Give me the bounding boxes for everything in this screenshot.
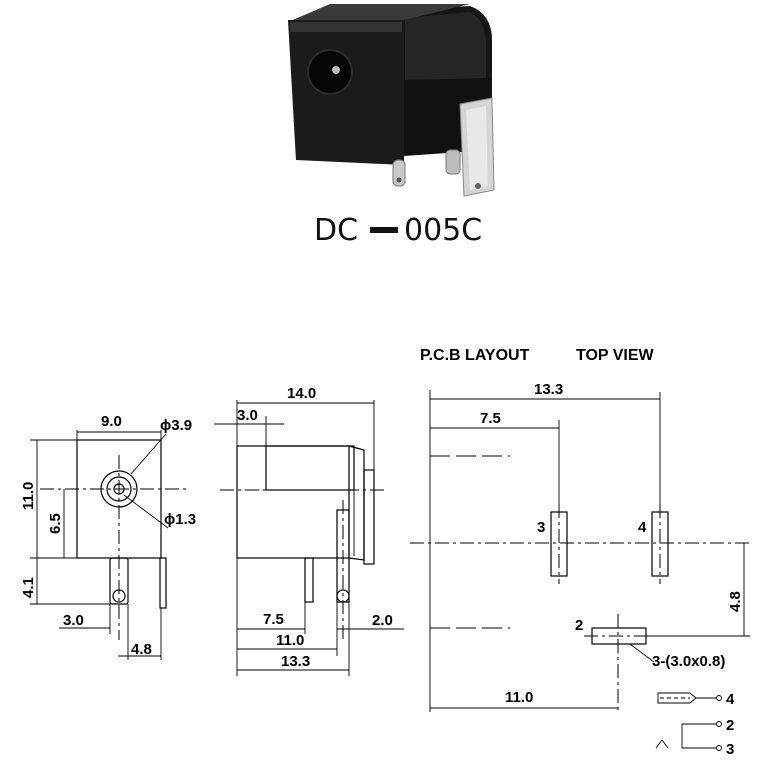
pad-4-label: 4 bbox=[638, 519, 647, 536]
pcb-vertical-dim: 4.8 bbox=[727, 591, 744, 612]
schematic: 4 2 3 bbox=[655, 691, 735, 758]
front-view: 9.0 11.0 6.5 4.1 ϕ3.9 ϕ1.3 3.0 4.8 bbox=[20, 413, 196, 660]
pin1-dim: 7.5 bbox=[263, 611, 284, 628]
pcb-slot-dim: 3-(3.0x0.8) bbox=[652, 653, 725, 670]
pin-spacing-dim: 4.8 bbox=[131, 641, 152, 658]
pin3-dim: 13.3 bbox=[281, 653, 310, 670]
pcb-total-dim: 13.3 bbox=[534, 381, 563, 398]
model-suffix: 005C bbox=[404, 213, 482, 248]
pin-offset-dim: 3.0 bbox=[63, 612, 84, 629]
model-prefix: DC bbox=[314, 213, 358, 248]
dc-jack-photo-icon bbox=[288, 4, 495, 197]
pcb-bottom-dim: 11.0 bbox=[505, 689, 533, 706]
pin2-dim: 11.0 bbox=[276, 632, 304, 649]
pad-3-label: 3 bbox=[537, 519, 545, 536]
switch-contact-icon bbox=[655, 721, 722, 751]
pin-dia-side-dim: 2.0 bbox=[372, 612, 393, 629]
front-pin-height-dim: 4.1 bbox=[20, 577, 37, 598]
front-height-dim: 11.0 bbox=[20, 482, 37, 510]
side-length-dim: 14.0 bbox=[287, 385, 316, 402]
terminal-2-label: 2 bbox=[726, 717, 734, 734]
front-width-dim: 9.0 bbox=[101, 413, 122, 430]
hole-dia-dim: ϕ3.9 bbox=[160, 417, 192, 434]
terminal-4-label: 4 bbox=[726, 691, 735, 708]
terminal-3-label: 3 bbox=[726, 741, 734, 758]
pcb-pad3-offset-dim: 7.5 bbox=[480, 410, 501, 427]
pin-dia-dim: ϕ1.3 bbox=[164, 511, 196, 528]
dc-plug-icon bbox=[657, 692, 722, 704]
pad-2-label: 2 bbox=[575, 617, 583, 634]
pcb-heading: P.C.B LAYOUT bbox=[420, 347, 530, 364]
pcb-layout: P.C.B LAYOUT TOP VIEW 13.3 7.5 3 4 2 4.8 bbox=[410, 347, 750, 712]
front-center-dim: 6.5 bbox=[47, 513, 64, 534]
pcb-subheading: TOP VIEW bbox=[576, 347, 655, 364]
side-tip-dim: 3.0 bbox=[237, 407, 258, 424]
side-view: 14.0 3.0 7.5 11.0 13.3 2.0 bbox=[214, 385, 404, 676]
title-dash bbox=[370, 227, 398, 233]
